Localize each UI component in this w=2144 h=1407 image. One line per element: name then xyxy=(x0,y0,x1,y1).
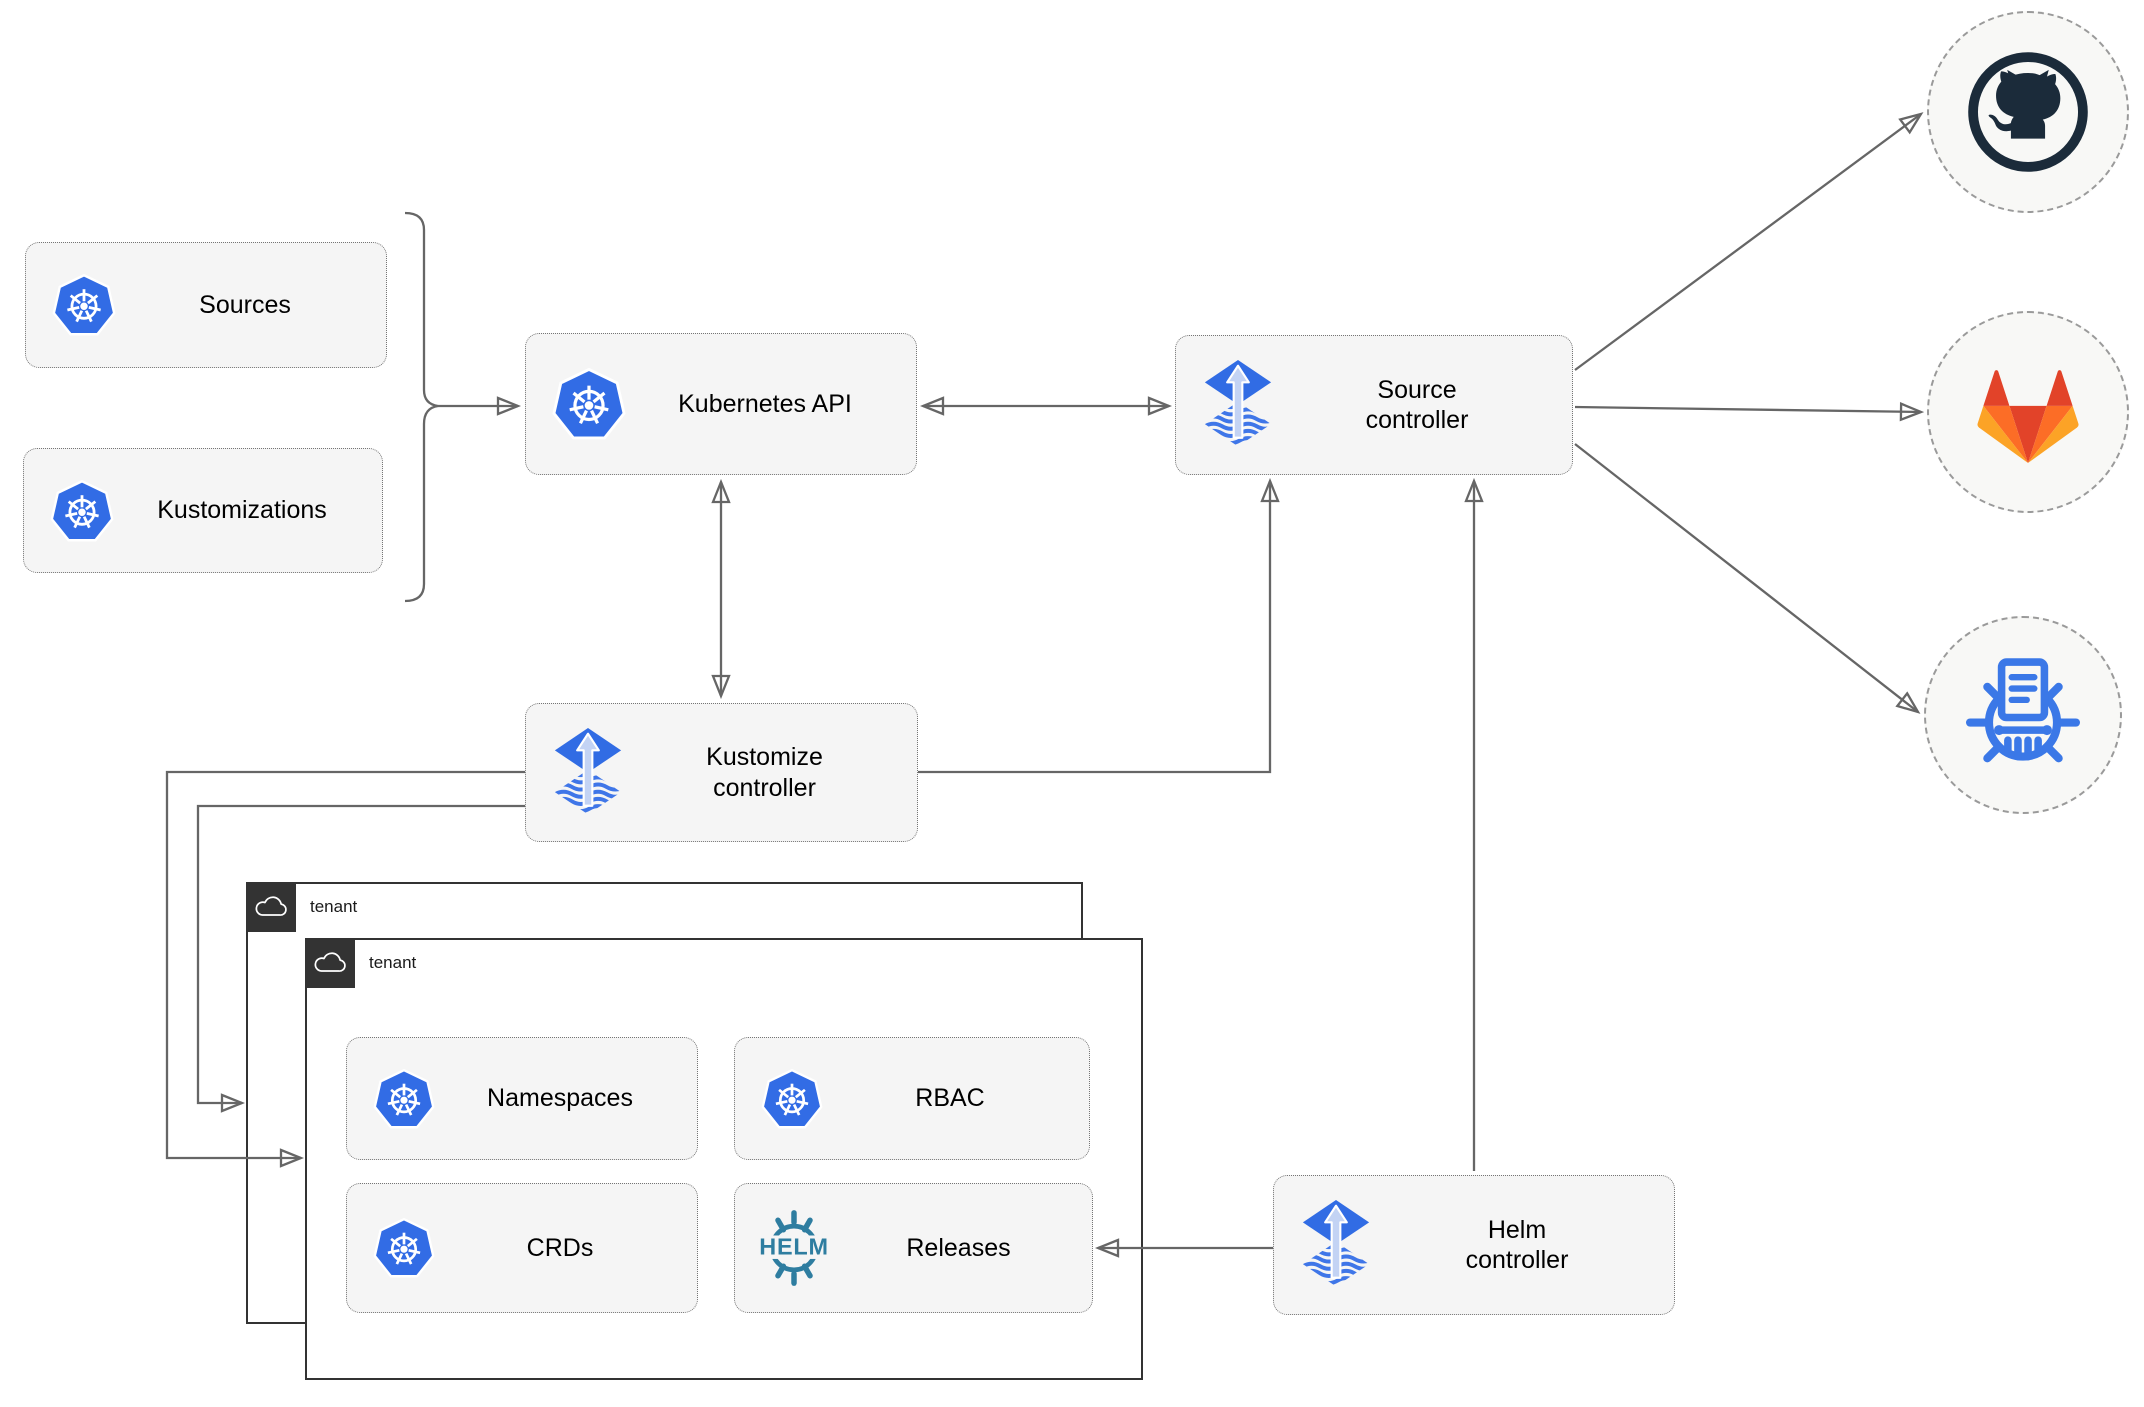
kubernetes-icon xyxy=(552,368,626,440)
node-source-controller: Source controller xyxy=(1175,335,1573,475)
node-label: CRDs xyxy=(526,1233,594,1262)
node-helm-controller: Helm controller xyxy=(1273,1175,1675,1315)
node-label: Kustomize controller xyxy=(706,743,823,802)
node-label: RBAC xyxy=(915,1084,985,1113)
kubernetes-icon xyxy=(373,1218,435,1278)
node-kubernetes-api: Kubernetes API xyxy=(525,333,917,475)
node-rbac: RBAC xyxy=(734,1037,1090,1160)
node-label: Helm controller xyxy=(1465,1215,1569,1275)
kubernetes-icon xyxy=(761,1068,823,1129)
node-releases: HELM Releases xyxy=(734,1183,1093,1313)
node-label: Sources xyxy=(199,290,291,319)
node-namespaces: Namespaces xyxy=(346,1037,698,1160)
node-kustomizations: Kustomizations xyxy=(23,448,383,573)
tenant-label: tenant xyxy=(310,896,358,916)
node-label: Kustomizations xyxy=(157,496,327,525)
node-sources: Sources xyxy=(25,242,387,368)
edge-source-controller-to-github xyxy=(1574,114,1921,371)
remote-github xyxy=(1927,11,2129,213)
cloud-icon xyxy=(314,951,346,972)
node-label: Releases xyxy=(906,1233,1011,1262)
node-label: Kubernetes API xyxy=(678,389,852,418)
node-label: Source controller xyxy=(1365,375,1469,435)
helm-icon: HELM xyxy=(751,1206,837,1290)
flux-icon xyxy=(1202,360,1274,450)
kubernetes-icon xyxy=(373,1068,435,1129)
remote-gitlab xyxy=(1927,311,2129,513)
kubernetes-icon xyxy=(50,479,114,542)
helm-logo-text: HELM xyxy=(759,1233,829,1259)
tenant-label: tenant xyxy=(369,952,417,972)
flux-icon xyxy=(1300,1200,1372,1290)
node-label: Namespaces xyxy=(487,1084,633,1113)
cloud-icon xyxy=(255,895,287,916)
node-kustomize-controller: Kustomize controller xyxy=(525,703,918,842)
remote-chart-repository xyxy=(1924,616,2122,814)
chartmuseum-icon xyxy=(1965,658,2081,763)
edge-source-controller-to-gitlab xyxy=(1574,407,1921,412)
tenant-badge xyxy=(245,881,296,932)
grouping-brace xyxy=(404,211,439,603)
kubernetes-icon xyxy=(52,274,116,336)
node-crds: CRDs xyxy=(346,1183,698,1313)
edge-source-controller-to-chart-repository xyxy=(1574,443,1918,712)
flux-icon xyxy=(552,728,624,818)
gitlab-icon xyxy=(1977,370,2079,464)
github-icon xyxy=(1968,52,2088,172)
edge-kustomize-controller-to-source-controller xyxy=(918,481,1270,774)
tenant-badge xyxy=(304,937,355,988)
